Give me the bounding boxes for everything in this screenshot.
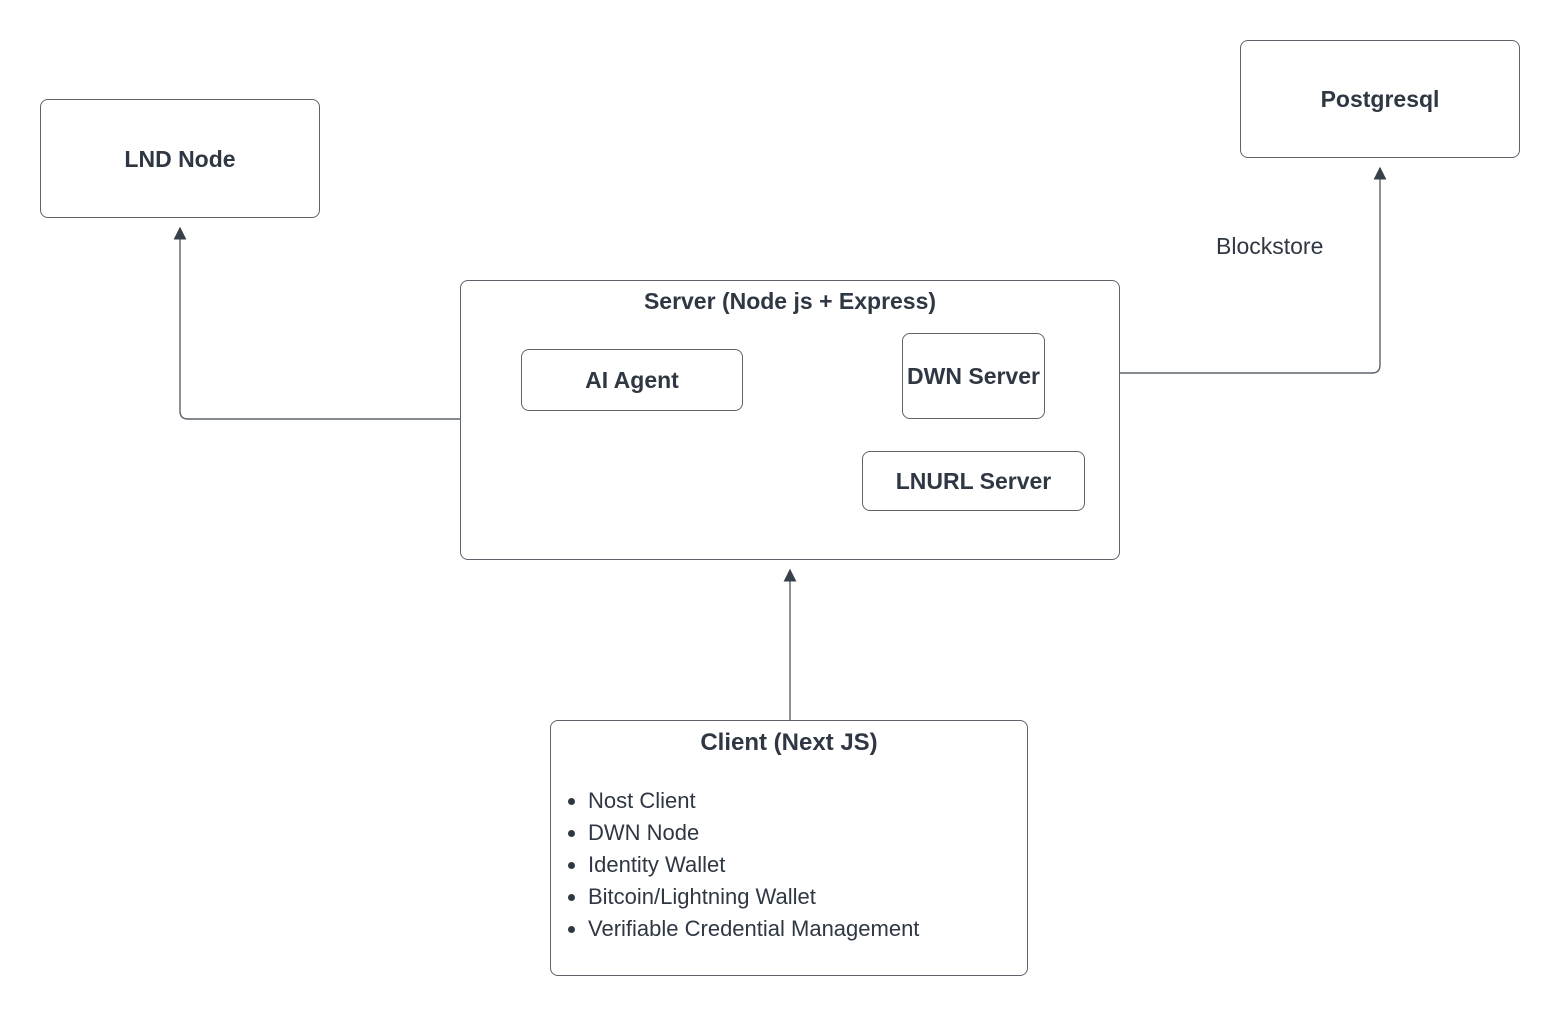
client-title: Client (Next JS) [700,729,878,756]
lnurl-server-label: LNURL Server [895,468,1052,494]
client-feature-list: Nost Client DWN Node Identity Wallet Bit… [551,785,1027,945]
edge-server-to-lnd-node [173,226,460,420]
dwn-server-label: DWN Server [907,363,1040,389]
blockstore-edge-label: Blockstore [1216,233,1324,259]
client-feature-item: Identity Wallet [588,849,1027,881]
client-feature-item: Bitcoin/Lightning Wallet [588,881,1027,913]
client-feature-item: Verifiable Credential Management [588,913,1027,945]
node-postgresql: Postgresql [1240,40,1520,158]
client-feature-item: Nost Client [588,785,1027,817]
node-ai-agent: AI Agent [521,349,743,411]
lnd-node-label: LND Node [124,145,236,172]
node-lnurl-server: LNURL Server [862,451,1085,511]
node-dwn-server: DWN Server [902,333,1045,419]
node-lnd-node: LND Node [40,99,320,218]
node-server: Server (Node js + Express) AI Agent DWN … [460,280,1120,560]
ai-agent-label: AI Agent [585,367,679,393]
node-client: Client (Next JS) Nost Client DWN Node Id… [550,720,1028,976]
server-title: Server (Node js + Express) [643,288,937,314]
client-feature-item: DWN Node [588,817,1027,849]
postgresql-label: Postgresql [1320,86,1440,112]
